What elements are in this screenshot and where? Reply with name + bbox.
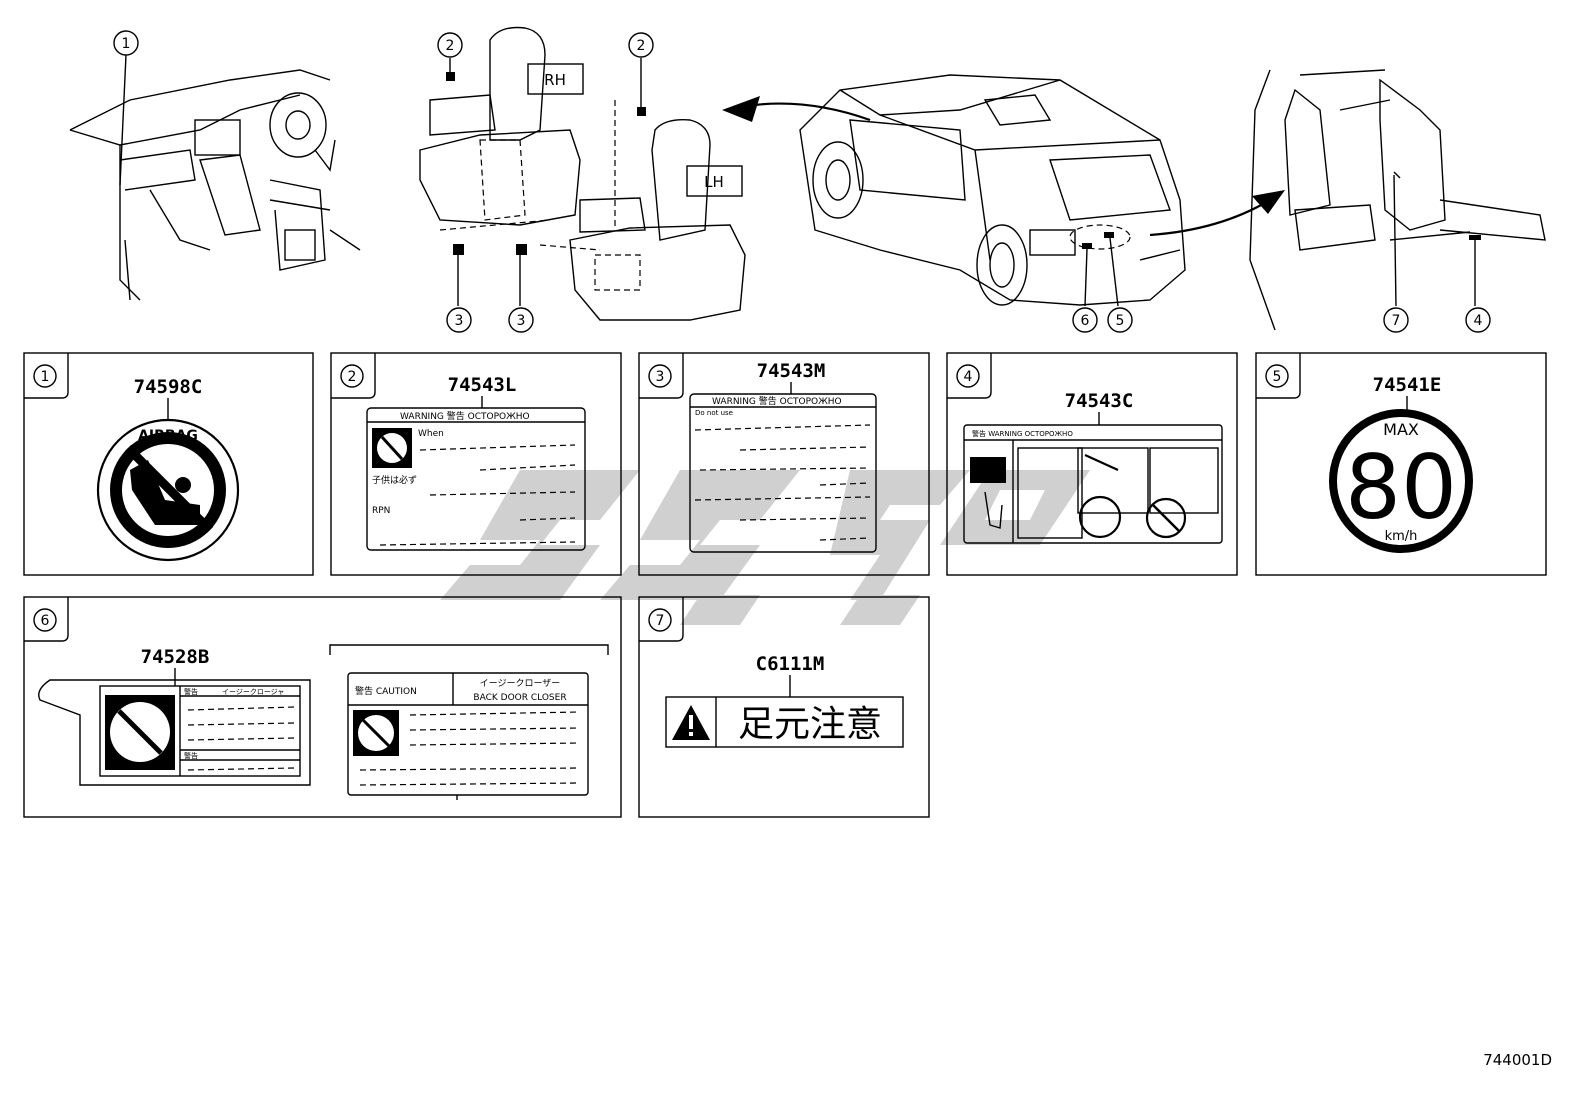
van-illustration: [722, 74, 1285, 307]
diagram-code: 744001D: [1483, 1051, 1552, 1069]
svg-text:BACK DOOR CLOSER: BACK DOOR CLOSER: [473, 693, 566, 703]
svg-text:5: 5: [1116, 313, 1125, 329]
callout-top-1: 1: [113, 30, 139, 56]
callout-top-7: 7: [1383, 307, 1409, 333]
dashboard-illustration: [69, 54, 361, 301]
callout-top-3b: 3: [508, 307, 534, 333]
lh-box: [686, 165, 743, 197]
panel-4: 4 74543C 警告 WARNING OCTOPOЖHO: [946, 352, 1238, 576]
svg-text:1: 1: [122, 36, 131, 52]
rh-box: [527, 63, 584, 95]
svg-text:3: 3: [455, 313, 464, 329]
panel-1: 1 74598C AIRBAG: [23, 352, 314, 576]
label-mark-3b: [516, 244, 527, 255]
svg-text:5: 5: [1273, 369, 1282, 385]
svg-text:Do not use: Do not use: [695, 409, 733, 417]
svg-text:WARNING 警告 OCTOPOЖHO: WARNING 警告 OCTOPOЖHO: [400, 410, 530, 422]
label-mark-2a: [446, 72, 455, 81]
svg-text:km/h: km/h: [1385, 529, 1418, 544]
svg-text:2: 2: [348, 369, 357, 385]
svg-text:警告: 警告: [184, 751, 198, 760]
callout-top-3a: 3: [446, 307, 472, 333]
callout-top-2b: 2: [628, 32, 654, 58]
watermark-logo: [440, 470, 1090, 625]
callout-top-2a: 2: [437, 32, 463, 58]
svg-text:イージークローザー: イージークローザー: [480, 678, 561, 689]
svg-text:7: 7: [1392, 313, 1401, 329]
speed-value: 80: [1345, 436, 1457, 539]
part-74543C: 74543C: [1065, 390, 1134, 412]
svg-text:警告 CAUTION: 警告 CAUTION: [355, 685, 417, 697]
svg-text:MAX: MAX: [1383, 420, 1419, 439]
svg-text:イージークロージャ: イージークロージャ: [222, 688, 284, 696]
panel-2: 2 74543L WARNING 警告 OCTOPOЖHO When 子供は必ず…: [330, 352, 622, 576]
panel-7: 7 C6111M 足元注意: [638, 596, 930, 818]
callout-top-6: 6: [1072, 307, 1098, 333]
part-74543L: 74543L: [448, 374, 517, 396]
svg-text:子供は必ず: 子供は必ず: [372, 474, 417, 486]
svg-text:When: When: [418, 429, 444, 439]
svg-text:4: 4: [1474, 313, 1483, 329]
svg-text:RPN: RPN: [372, 506, 390, 516]
svg-text:4: 4: [964, 369, 973, 385]
part-C6111M: C6111M: [756, 653, 825, 675]
lh-label: LH: [704, 173, 724, 191]
part-74543M: 74543M: [757, 360, 826, 382]
rear-door-illustration: [1249, 69, 1546, 331]
svg-text:2: 2: [446, 38, 455, 54]
airbag-text: AIRBAG: [138, 428, 198, 444]
seat-lh-illustration: [539, 100, 746, 321]
svg-text:警告: 警告: [184, 687, 198, 696]
svg-text:WARNING 警告 OCTOPOЖHO: WARNING 警告 OCTOPOЖHO: [712, 395, 842, 407]
svg-text:7: 7: [656, 613, 665, 629]
svg-text:1: 1: [41, 369, 50, 385]
svg-text:2: 2: [637, 38, 646, 54]
rh-label: RH: [544, 71, 566, 89]
seat-rh-illustration: [419, 26, 581, 231]
svg-text:3: 3: [656, 369, 665, 385]
callout-top-5: 5: [1107, 307, 1133, 333]
label-mark-3a: [453, 244, 464, 255]
svg-text:6: 6: [41, 613, 50, 629]
part-74598C: 74598C: [134, 376, 203, 398]
part-74541E: 74541E: [1373, 374, 1442, 396]
panel-5: 5 74541E MAX 80 km/h: [1255, 352, 1547, 576]
part-74528B: 74528B: [141, 646, 210, 668]
svg-text:警告 WARNING OCTOPOЖHO: 警告 WARNING OCTOPOЖHO: [972, 429, 1073, 438]
panel-3: 3 74543M WARNING 警告 OCTOPOЖHO Do not use: [638, 352, 930, 576]
svg-text:3: 3: [517, 313, 526, 329]
panel-6: 6 74528B 警告 イージークロージャ 警告 警告 CAUTION イージー…: [23, 596, 622, 818]
svg-text:6: 6: [1081, 313, 1090, 329]
label-mark-2b: [637, 107, 646, 116]
caution-feet-text: 足元注意: [738, 704, 882, 745]
callout-top-4: 4: [1465, 307, 1491, 333]
